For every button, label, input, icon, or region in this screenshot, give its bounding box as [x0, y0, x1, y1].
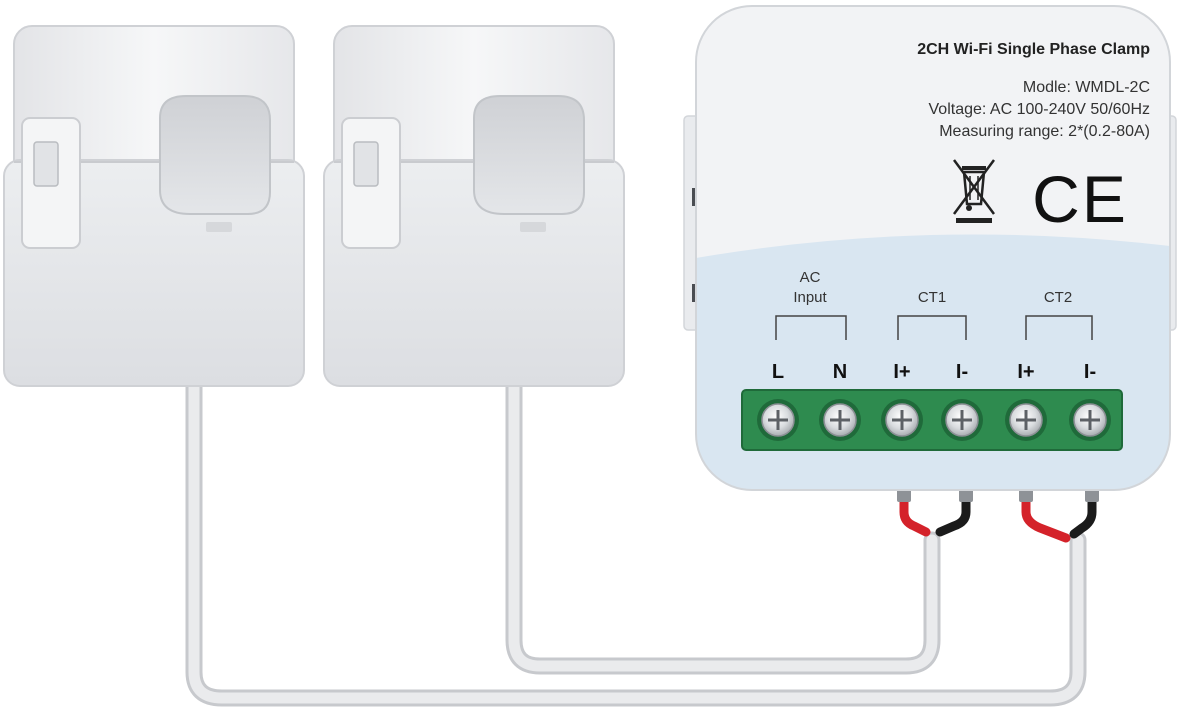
terminal-brackets: [775, 315, 1093, 340]
group-label-ac-input: Input: [793, 289, 827, 306]
pin-label: L: [772, 361, 784, 383]
terminal-labels: AC Input CT1 CT2: [793, 269, 1072, 306]
cables: [185, 371, 1087, 707]
smart-meter-module: 2CH Wi-Fi Single Phase Clamp Modle: WMDL…: [683, 5, 1177, 491]
wire-black-ct1: [935, 493, 971, 537]
device-model: Modle: WMDL-2C: [1023, 79, 1150, 96]
wire-black-ct2: [1069, 493, 1097, 539]
device-voltage: Voltage: AC 100-240V 50/60Hz: [929, 101, 1151, 118]
wire-red-ct2: [1021, 493, 1071, 543]
pin-label: I+: [1017, 361, 1034, 383]
group-label-ac: AC: [800, 269, 821, 286]
lead-wires: [897, 486, 1099, 543]
group-label-ct1: CT1: [918, 289, 946, 306]
pin-label: N: [833, 361, 847, 383]
group-label-ct2: CT2: [1044, 289, 1072, 306]
clamp-window: [473, 95, 585, 215]
terminal-block: [741, 389, 1123, 451]
current-clamp-right: [323, 25, 625, 387]
device-measuring-range: Measuring range: 2*(0.2-80A): [939, 123, 1150, 140]
current-clamp-left: [3, 25, 305, 387]
crossed-out-wheelie-bin-icon: [952, 159, 996, 223]
pin-label: I-: [956, 361, 968, 383]
clamp-window: [159, 95, 271, 215]
pin-label: I+: [893, 361, 910, 383]
device-title: 2CH Wi-Fi Single Phase Clamp: [917, 41, 1150, 58]
pin-label: I-: [1084, 361, 1096, 383]
pin-labels: L N I+ I- I+ I-: [772, 361, 1096, 383]
ce-mark: CE: [1032, 162, 1128, 236]
wire-red-ct1: [899, 493, 931, 537]
